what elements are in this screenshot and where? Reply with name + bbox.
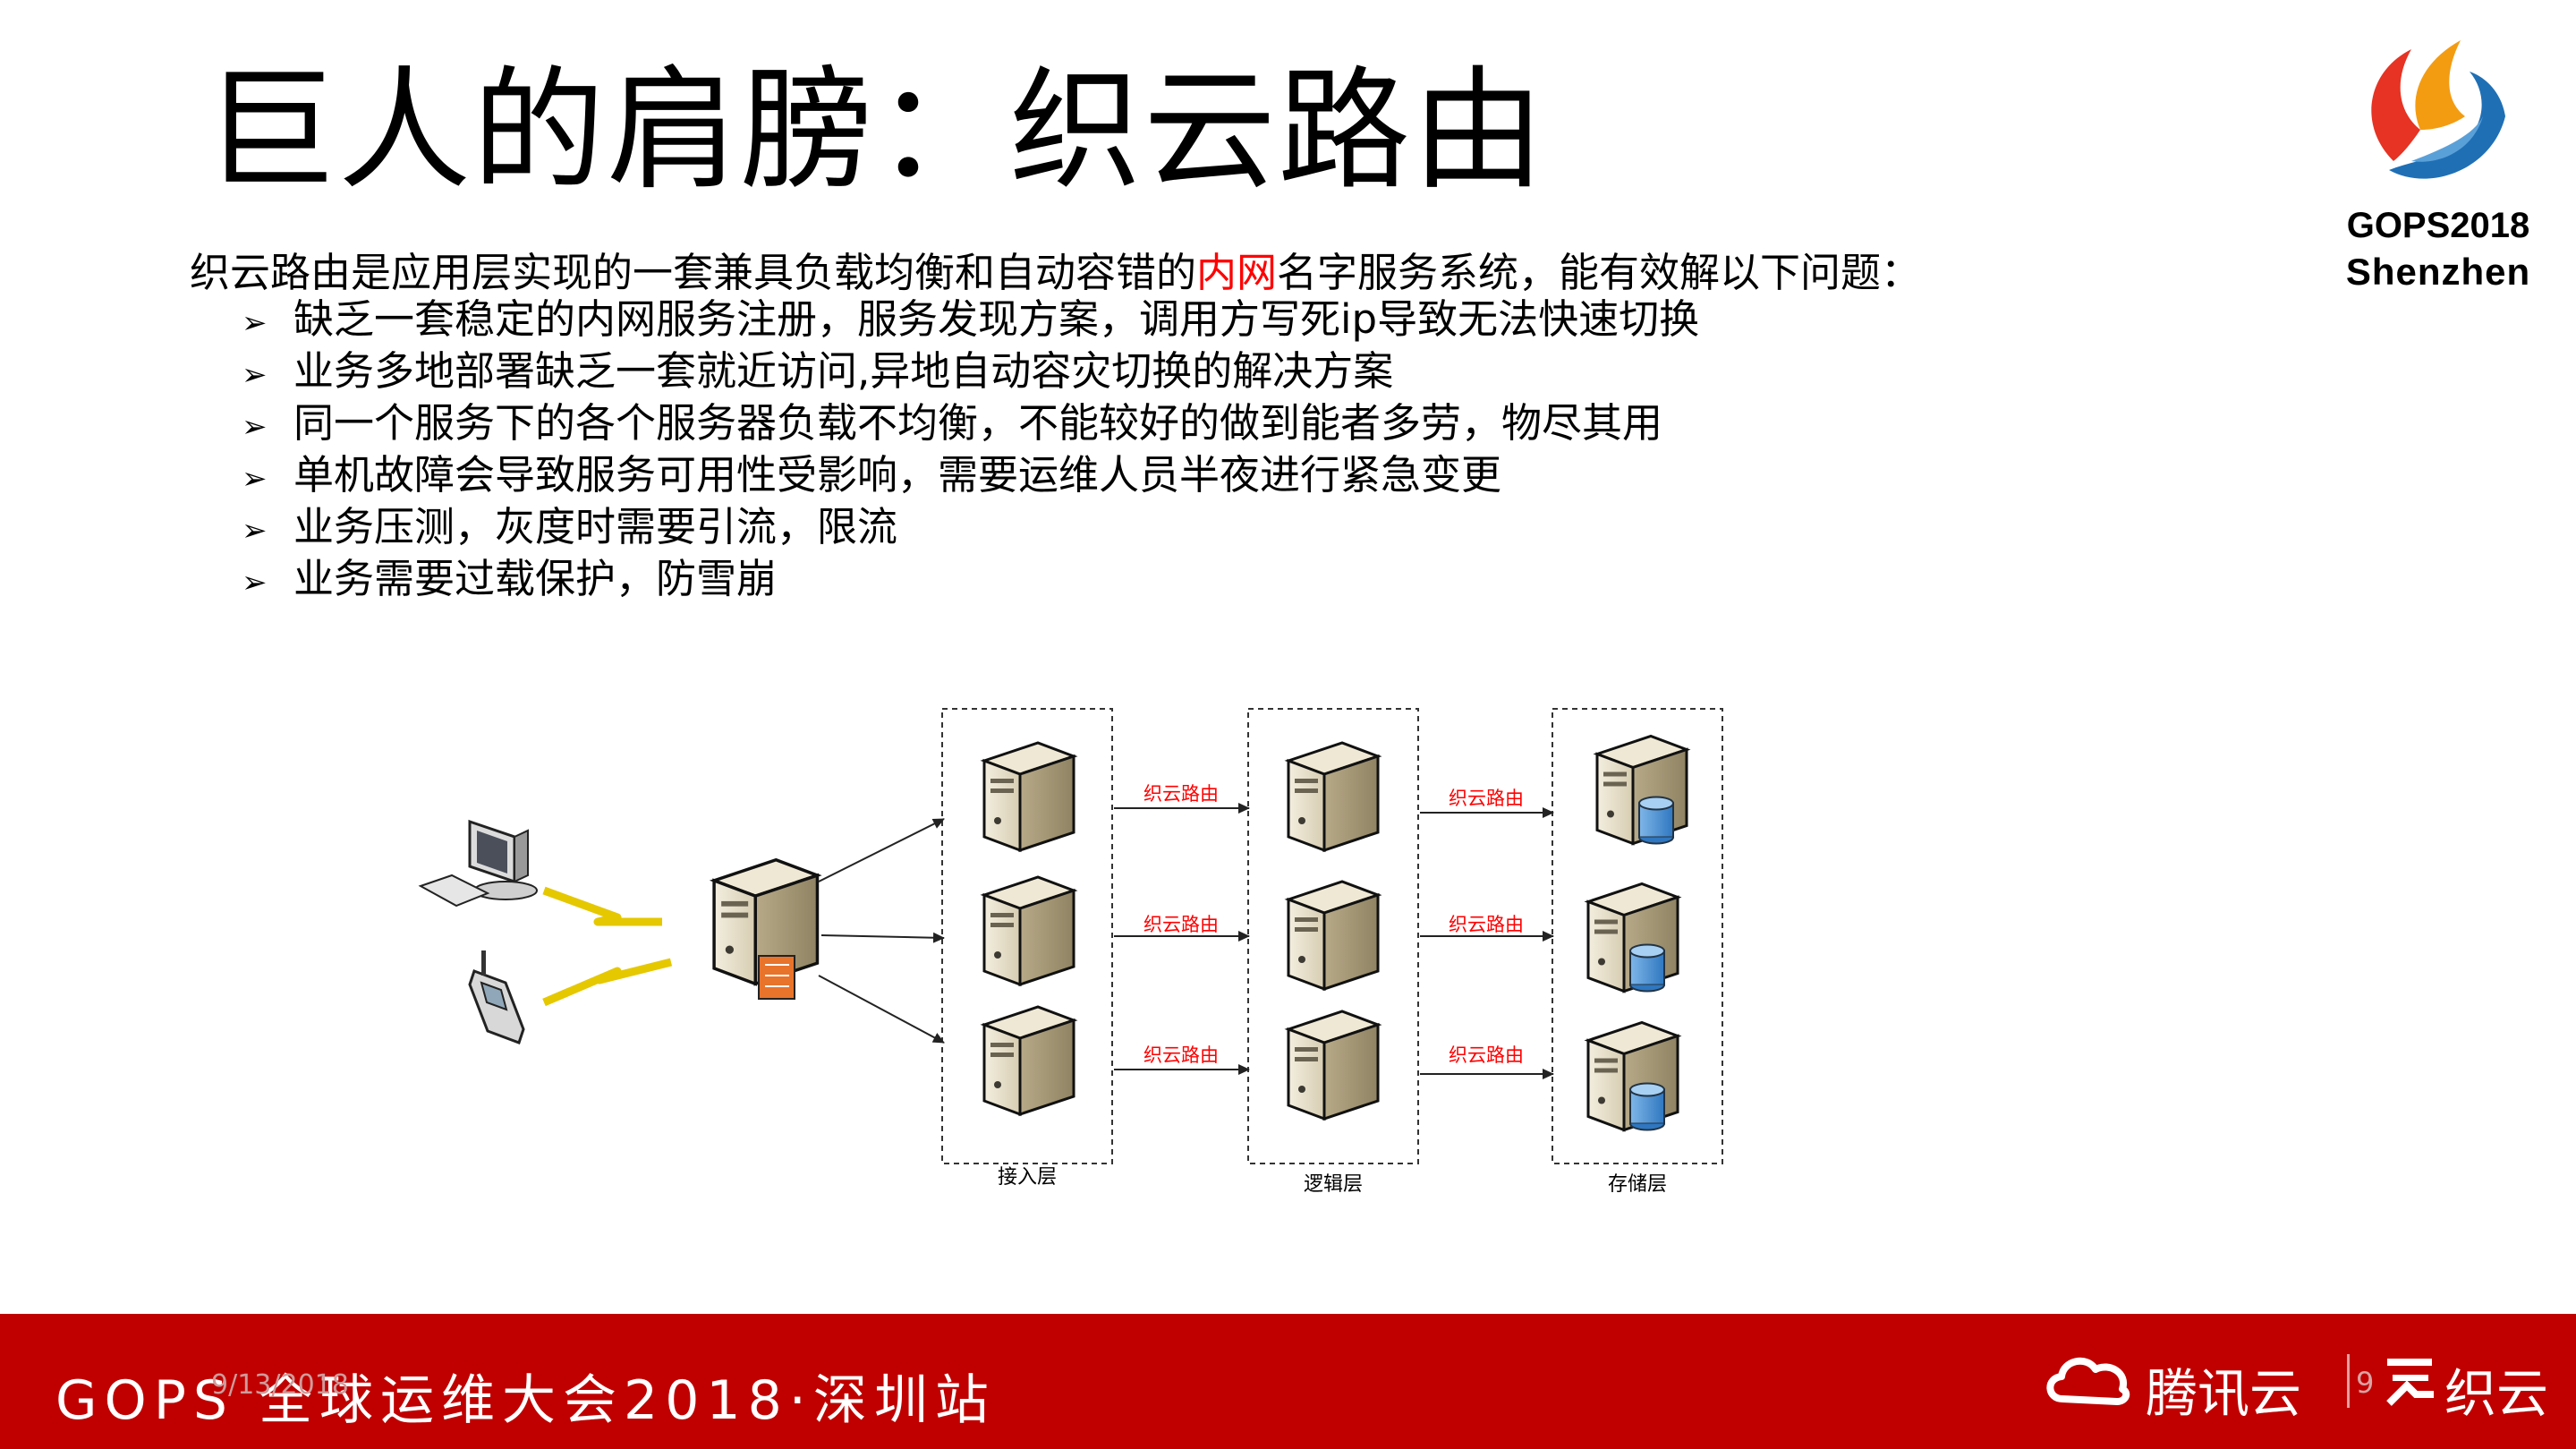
bullet-arrow-icon: ➢ — [242, 305, 268, 341]
logic-server-icon — [1287, 741, 1380, 852]
gops-flame-icon — [2371, 40, 2505, 179]
access-server-icon — [982, 1005, 1075, 1116]
logo-line-1: GOPS2018 — [2346, 206, 2530, 245]
list-item: ➢ 业务多地部署缺乏一套就近访问,异地自动容灾切换的解决方案 — [242, 347, 1699, 399]
list-item: ➢ 缺乏一套稳定的内网服务注册，服务发现方案，调用方写死ip导致无法快速切换 — [242, 295, 1699, 347]
problem-list: ➢ 缺乏一套稳定的内网服务注册，服务发现方案，调用方写死ip导致无法快速切换 ➢ 业… — [242, 295, 1699, 607]
logo-line-2: Shenzhen — [2345, 251, 2531, 293]
access-server-icon — [982, 741, 1075, 852]
tencent-cloud-text: 腾讯云 — [2146, 1363, 2302, 1424]
logic-server-icon — [1287, 1010, 1380, 1121]
access-layer-box — [941, 708, 1113, 1164]
routing-label: 织云路由 — [1143, 783, 1219, 805]
tencent-cloud-logo: 腾讯云 — [2040, 1350, 2335, 1424]
lightning-icon — [542, 958, 673, 1007]
database-server-icon — [1595, 734, 1688, 846]
footer-divider — [2347, 1354, 2350, 1408]
intro-paragraph: 织云路由是应用层实现的一套兼具负载均衡和自动容错的内网名字服务系统，能有效解以下… — [190, 247, 1921, 299]
access-server-icon — [982, 875, 1075, 986]
bullet-text: 业务多地部署缺乏一套就近访问,异地自动容灾切换的解决方案 — [293, 347, 1394, 395]
database-server-icon — [1586, 1020, 1679, 1132]
desktop-computer-icon — [418, 819, 538, 908]
bullet-arrow-icon: ➢ — [242, 409, 268, 445]
intro-prefix: 织云路由是应用层实现的一套兼具负载均衡和自动容错的 — [190, 249, 1197, 296]
mobile-phone-icon — [468, 950, 525, 1044]
list-item: ➢ 单机故障会导致服务可用性受影响，需要运维人员半夜进行紧急变更 — [242, 451, 1699, 503]
lightning-icon — [542, 886, 662, 926]
list-item: ➢ 业务压测，灰度时需要引流，限流 — [242, 503, 1699, 555]
footer-bar: GOPS 全球运维大会2018·深圳站 9/13/2018 腾讯云 9 织云 — [0, 1314, 2576, 1449]
bullet-text: 同一个服务下的各个服务器负载不均衡，不能较好的做到能者多劳，物尽其用 — [293, 399, 1663, 447]
connector-arrow — [818, 818, 945, 882]
slide-date: 9/13/2018 — [211, 1369, 349, 1401]
routing-label: 织云路由 — [1449, 788, 1524, 809]
database-server-icon — [1586, 882, 1679, 993]
layer-label-logic: 逻辑层 — [1304, 1173, 1363, 1196]
list-item: ➢ 业务需要过载保护，防雪崩 — [242, 555, 1699, 607]
event-title: GOPS 全球运维大会2018·深圳站 — [55, 1369, 996, 1432]
bullet-text: 业务压测，灰度时需要引流，限流 — [293, 503, 898, 550]
connector-arrow — [818, 975, 945, 1044]
bullet-arrow-icon: ➢ — [242, 565, 268, 601]
zhiyun-text: 织云 — [2444, 1363, 2549, 1424]
gops-logo: GOPS2018 Shenzhen — [2331, 27, 2546, 295]
bullet-arrow-icon: ➢ — [242, 513, 268, 549]
routing-label: 织云路由 — [1449, 914, 1524, 935]
architecture-diagram: 接入层 逻辑层 存储层 织云路由 — [418, 708, 1723, 1196]
connector-arrow — [820, 932, 945, 943]
cloud-icon — [2046, 1357, 2130, 1405]
bullet-text: 业务需要过载保护，防雪崩 — [293, 555, 778, 602]
list-item: ➢ 同一个服务下的各个服务器负载不均衡，不能较好的做到能者多劳，物尽其用 — [242, 399, 1699, 451]
layer-label-access: 接入层 — [998, 1166, 1057, 1189]
layer-label-storage: 存储层 — [1608, 1173, 1667, 1196]
bullet-arrow-icon: ➢ — [242, 357, 268, 393]
logic-layer-box — [1247, 708, 1419, 1164]
gateway-server-icon — [712, 858, 820, 1000]
routing-label: 织云路由 — [1143, 1044, 1219, 1066]
storage-layer-box — [1552, 708, 1723, 1164]
zhiyun-logo: 织云 — [2380, 1350, 2559, 1424]
zhiyun-mark-icon — [2386, 1359, 2434, 1406]
routing-label: 织云路由 — [1143, 914, 1219, 935]
routing-label: 织云路由 — [1449, 1044, 1524, 1066]
intro-suffix: 名字服务系统，能有效解以下问题： — [1277, 249, 1922, 296]
bullet-text: 单机故障会导致服务可用性受影响，需要运维人员半夜进行紧急变更 — [293, 451, 1502, 499]
bullet-text: 缺乏一套稳定的内网服务注册，服务发现方案，调用方写死ip导致无法快速切换 — [293, 295, 1700, 343]
slide-title: 巨人的肩膀：织云路由 — [204, 54, 1546, 208]
logic-server-icon — [1287, 880, 1380, 991]
page-number: 9 — [2356, 1366, 2375, 1400]
intro-highlight: 内网 — [1196, 249, 1278, 296]
bullet-arrow-icon: ➢ — [242, 461, 268, 497]
